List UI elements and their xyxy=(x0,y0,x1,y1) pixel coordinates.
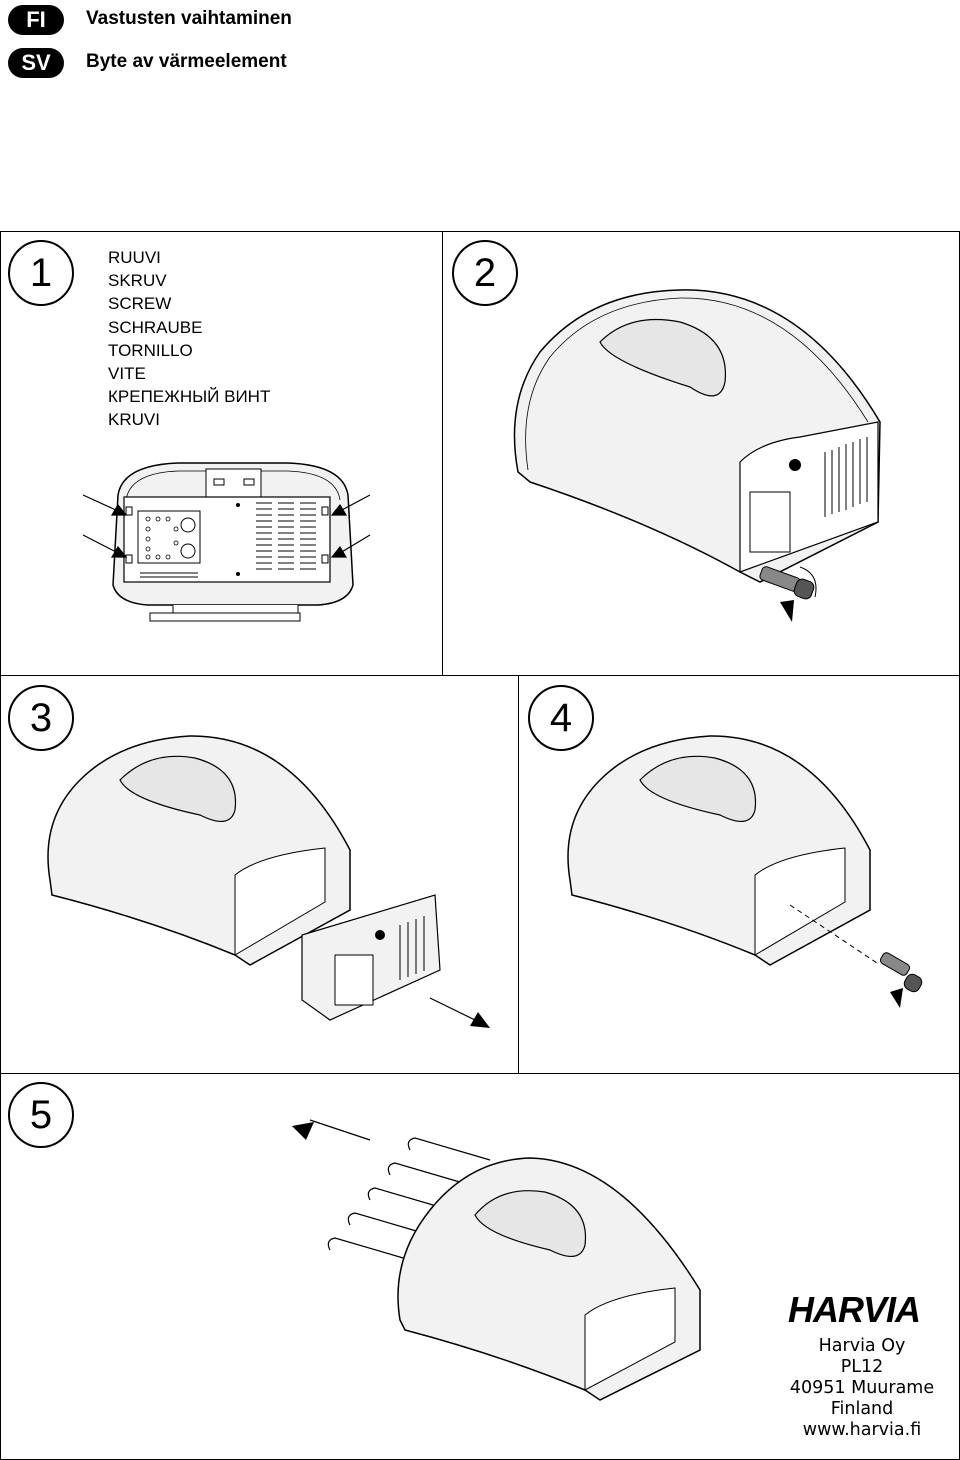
step-number-1: 1 xyxy=(8,240,74,306)
harvia-logo-text: HARVIA xyxy=(788,1290,920,1328)
heater-screw-illustration xyxy=(567,735,923,1008)
screw-label: VITE xyxy=(108,364,146,384)
heating-element-extraction-illustration xyxy=(292,1119,701,1401)
harvia-logo: HARVIA xyxy=(788,1290,921,1328)
heater-side-view-illustration xyxy=(513,289,881,622)
screw-label: TORNILLO xyxy=(108,340,193,360)
address-line: Harvia Oy xyxy=(818,1336,906,1356)
screw-label: SCHRAUBE xyxy=(108,317,203,337)
screw-label: KRUVI xyxy=(108,410,160,430)
sv-language-badge: SV xyxy=(8,48,64,78)
company-address: Harvia Oy PL12 40951 Muurame Finland www… xyxy=(780,1336,944,1441)
fi-language-badge: FI xyxy=(8,5,64,35)
fi-title: Vastusten vaihtaminen xyxy=(86,8,292,29)
screw-label-list: RUUVI SKRUV SCREW SCHRAUBE TORNILLO VITE… xyxy=(108,246,270,432)
heater-removal-illustration xyxy=(47,735,490,1028)
screw-label: КРЕПЕЖНЫЙ ВИНТ xyxy=(108,387,271,407)
screw-label: SKRUV xyxy=(108,271,167,291)
step-number-5: 5 xyxy=(8,1082,74,1148)
address-line: Finland xyxy=(830,1399,894,1419)
step-number-3: 3 xyxy=(8,685,74,751)
screw-label: SCREW xyxy=(108,294,172,314)
sv-title: Byte av värmeelement xyxy=(86,51,287,72)
heater-front-view-illustration xyxy=(82,462,371,622)
address-line: 40951 Muurame xyxy=(789,1378,935,1398)
screw-label: RUUVI xyxy=(108,248,161,267)
step-number-2: 2 xyxy=(452,240,518,306)
address-line: www.harvia.fi xyxy=(802,1420,922,1440)
step-number-4: 4 xyxy=(528,685,594,751)
address-line: PL12 xyxy=(840,1357,884,1377)
